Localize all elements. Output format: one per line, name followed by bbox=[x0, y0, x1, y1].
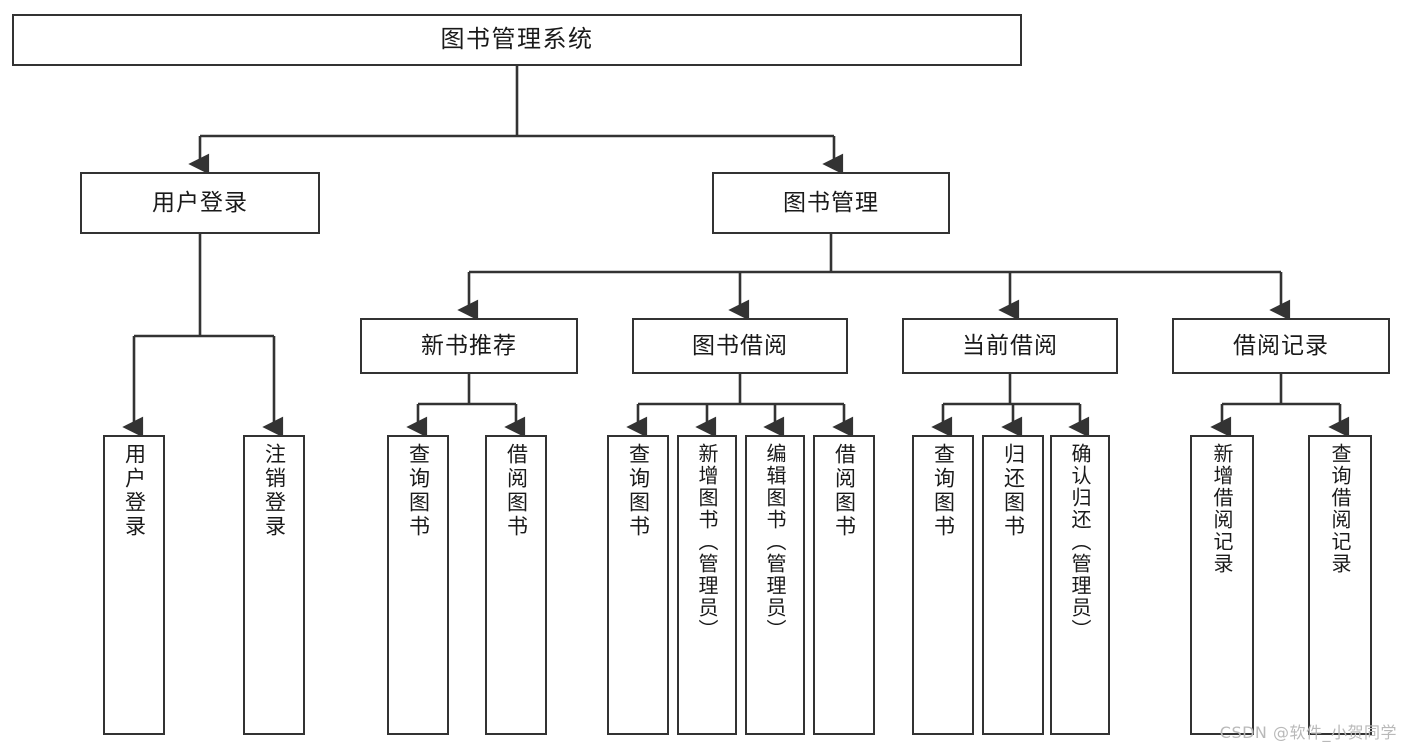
node-user-login-label: 用户登录 bbox=[152, 189, 248, 216]
node-leaf-borrow-book-b-label: 借阅图书 bbox=[832, 443, 857, 539]
node-book-manage[interactable]: 图书管理 bbox=[712, 172, 950, 234]
node-leaf-borrow-book-a[interactable]: 借阅图书 bbox=[485, 435, 547, 735]
node-leaf-query-record[interactable]: 查询借阅记录 bbox=[1308, 435, 1372, 735]
node-current-borrow-label: 当前借阅 bbox=[962, 332, 1058, 359]
node-borrow-record[interactable]: 借阅记录 bbox=[1172, 318, 1390, 374]
node-leaf-add-book-label: 新增图书（管理员） bbox=[695, 443, 719, 641]
node-book-manage-label: 图书管理 bbox=[783, 189, 879, 216]
node-new-book-recommend[interactable]: 新书推荐 bbox=[360, 318, 578, 374]
node-leaf-user-login[interactable]: 用户登录 bbox=[103, 435, 165, 735]
node-leaf-edit-book-label: 编辑图书（管理员） bbox=[763, 443, 787, 641]
node-leaf-query-book-c[interactable]: 查询图书 bbox=[912, 435, 974, 735]
node-leaf-borrow-book-a-label: 借阅图书 bbox=[504, 443, 529, 539]
node-leaf-query-book-a[interactable]: 查询图书 bbox=[387, 435, 449, 735]
node-leaf-query-book-b[interactable]: 查询图书 bbox=[607, 435, 669, 735]
csdn-watermark: CSDN @软件_小贺同学 bbox=[1219, 723, 1397, 742]
node-leaf-add-record[interactable]: 新增借阅记录 bbox=[1190, 435, 1254, 735]
node-root-label: 图书管理系统 bbox=[440, 25, 594, 54]
node-leaf-return-book[interactable]: 归还图书 bbox=[982, 435, 1044, 735]
node-leaf-user-login-label: 用户登录 bbox=[122, 443, 147, 539]
node-leaf-logout-label: 注销登录 bbox=[262, 443, 287, 539]
node-leaf-query-record-label: 查询借阅记录 bbox=[1328, 443, 1352, 575]
node-leaf-logout[interactable]: 注销登录 bbox=[243, 435, 305, 735]
node-root[interactable]: 图书管理系统 bbox=[12, 14, 1022, 66]
node-book-borrow[interactable]: 图书借阅 bbox=[632, 318, 848, 374]
node-book-borrow-label: 图书借阅 bbox=[692, 332, 788, 359]
node-user-login[interactable]: 用户登录 bbox=[80, 172, 320, 234]
node-leaf-query-book-c-label: 查询图书 bbox=[931, 443, 956, 539]
node-leaf-edit-book[interactable]: 编辑图书（管理员） bbox=[745, 435, 805, 735]
node-borrow-record-label: 借阅记录 bbox=[1233, 332, 1329, 359]
node-leaf-add-record-label: 新增借阅记录 bbox=[1210, 443, 1234, 575]
node-current-borrow[interactable]: 当前借阅 bbox=[902, 318, 1118, 374]
node-leaf-add-book[interactable]: 新增图书（管理员） bbox=[677, 435, 737, 735]
node-leaf-query-book-a-label: 查询图书 bbox=[406, 443, 431, 539]
node-new-book-recommend-label: 新书推荐 bbox=[421, 332, 517, 359]
node-leaf-return-book-label: 归还图书 bbox=[1001, 443, 1026, 539]
node-leaf-borrow-book-b[interactable]: 借阅图书 bbox=[813, 435, 875, 735]
node-leaf-query-book-b-label: 查询图书 bbox=[626, 443, 651, 539]
node-leaf-confirm-return[interactable]: 确认归还（管理员） bbox=[1050, 435, 1110, 735]
node-leaf-confirm-return-label: 确认归还（管理员） bbox=[1068, 443, 1092, 641]
